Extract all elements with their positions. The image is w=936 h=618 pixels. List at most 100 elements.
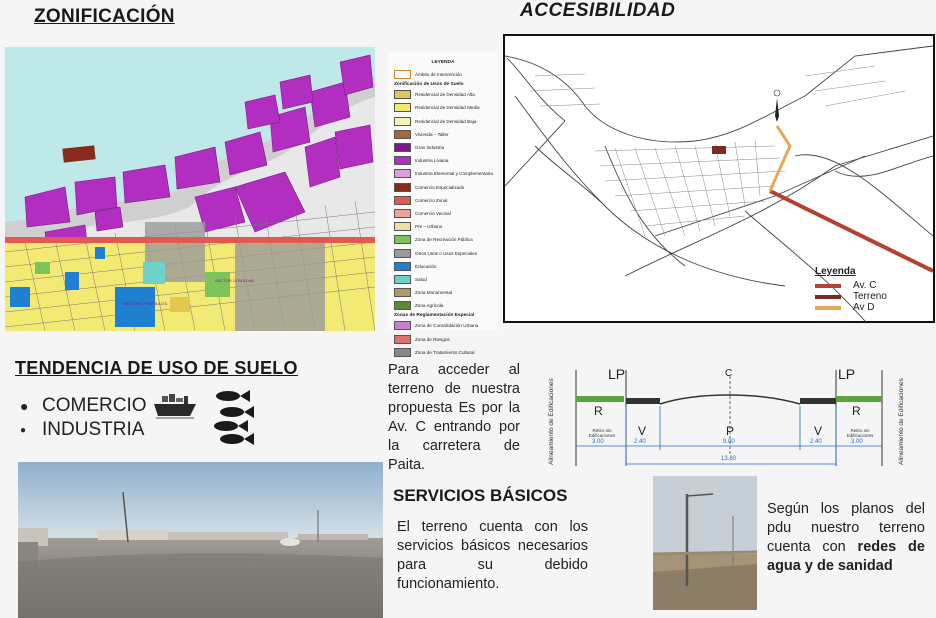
legend-item: Industria Liviana <box>394 154 498 167</box>
legend-swatch <box>394 288 411 298</box>
zone-p: P <box>726 424 735 438</box>
legend-swatch <box>394 169 411 179</box>
legend-special-title: Zonas de Reglamentación Especial <box>394 313 475 319</box>
dim-3: 9.00 <box>723 439 735 445</box>
legend-swatch <box>394 334 411 344</box>
retiro-left: Retiro sin Edificaciones <box>588 428 616 438</box>
access-legend-swatch <box>815 305 841 310</box>
access-legend-item: Terreno <box>815 291 925 302</box>
legend-item: Residencial de Densidad Alta <box>394 88 498 101</box>
legend-swatch <box>394 129 411 139</box>
servicios-title: SERVICIOS BÁSICOS <box>393 486 568 505</box>
legend-swatch <box>394 347 411 357</box>
dim-5: 3.00 <box>851 439 863 445</box>
legend-item: Comercio Vecinal <box>394 207 498 220</box>
sector-label-b: SECTOR 12 PAITA ALTA <box>123 301 168 306</box>
access-legend-title: Leyenda <box>815 266 856 277</box>
zone-r-left: R <box>594 404 603 418</box>
legend-swatch <box>394 70 411 80</box>
tendencia-title: TENDENCIA DE USO DE SUELO <box>15 358 298 378</box>
access-legend-item: Av D <box>815 302 925 313</box>
zoning-map-svg: SECTOR 13 BOLIVIA SECTOR 12 PAITA ALTA <box>5 47 375 331</box>
access-legend-swatch <box>815 294 841 299</box>
legend-label: Comercio Zonal <box>415 197 448 203</box>
legend-swatch <box>394 195 411 205</box>
legend-label: Industria Liviana <box>415 158 449 164</box>
legend-swatch <box>394 235 411 245</box>
zonificacion-title: ZONIFICACIÓN <box>34 6 175 27</box>
legend-label: Zona Monumental <box>415 290 453 296</box>
zoning-map: SECTOR 13 BOLIVIA SECTOR 12 PAITA ALTA <box>5 47 375 331</box>
access-legend-label: Av D <box>853 302 875 313</box>
site-photo <box>18 462 383 618</box>
bullet-icon: ● <box>20 424 27 436</box>
legend-item: Salud <box>394 273 498 286</box>
legend-item: Zona de Consolidación Urbana <box>394 319 498 332</box>
legend-label: Residencial de Densidad Baja <box>415 118 477 124</box>
legend-swatch <box>394 143 411 153</box>
legend-label: Zona de Recreación Pública <box>415 237 473 243</box>
fish-icon <box>210 388 258 451</box>
legend-item: Comercio Zonal <box>394 194 498 207</box>
legend-item: Zona de Riesgos <box>394 333 498 346</box>
legend-item: Industria Elemental y Complementaria <box>394 167 498 180</box>
ship-icon <box>152 390 198 429</box>
zoning-legend-title: LEYENDA <box>431 60 455 65</box>
legend-item: Zona Monumental <box>394 286 498 299</box>
legend-swatch <box>394 103 411 113</box>
tendencia-list: ● COMERCIO ● INDUSTRIA <box>20 394 147 442</box>
legend-swatch <box>394 116 411 126</box>
pdu-text: Según los planos del pdu nuestro terreno… <box>767 501 925 574</box>
access-map-svg <box>505 45 933 321</box>
accesibilidad-title: ACCESIBILIDAD <box>520 0 676 21</box>
legend-item: Residencial de Densidad Baja <box>394 115 498 128</box>
servicios-text: El terreno cuenta con los servicios bási… <box>397 519 588 592</box>
legend-subtitle: Zonificación de Usos de Suelo <box>394 82 464 88</box>
legend-item: Zona de Tratamiento Cultural <box>394 346 498 359</box>
zone-v-left: V <box>638 424 647 438</box>
legend-label: Comercio Especializado <box>415 184 465 190</box>
legend-item: Residencial de Densidad Media <box>394 101 498 114</box>
legend-label: Pre – Urbano <box>415 224 443 230</box>
access-legend-swatch <box>815 283 841 288</box>
zoning-legend: LEYENDA Ámbito de Intervención Zonificac… <box>388 52 498 357</box>
legend-item: Otros Usos o Usos Especiales <box>394 246 498 259</box>
legend-item: Educación <box>394 260 498 273</box>
zone-r-right: R <box>852 404 861 418</box>
legend-swatch <box>394 274 411 284</box>
legend-item: Zona de Recreación Pública <box>394 233 498 246</box>
legend-label: Educación <box>415 263 437 269</box>
tendencia-item: ● INDUSTRIA <box>20 419 145 440</box>
zone-v-right: V <box>814 424 823 438</box>
bullet-icon: ● <box>20 398 29 414</box>
access-legend-label: Terreno <box>853 291 887 302</box>
legend-swatch <box>394 182 411 192</box>
legend-swatch <box>394 90 411 100</box>
legend-swatch <box>394 301 411 311</box>
legend-swatch <box>394 261 411 271</box>
road-section-diagram: Alineamiento de Edificaciones Alineamien… <box>548 366 918 470</box>
legend-item: Comercio Especializado <box>394 181 498 194</box>
legend-swatch <box>394 321 411 331</box>
north-arrow-icon <box>773 89 781 122</box>
sector-label: SECTOR 13 BOLIVIA <box>215 278 254 283</box>
legend-label: Comercio Vecinal <box>415 210 451 216</box>
access-legend-item: Av. C <box>815 280 925 291</box>
legend-item: Vivienda – Taller <box>394 128 498 141</box>
dim-1: 3.00 <box>592 439 604 445</box>
dim-total: 13.80 <box>721 456 737 462</box>
dim-2: 2.40 <box>634 439 646 445</box>
access-legend-label: Av. C <box>853 280 877 291</box>
legend-item: Zona Agrícola <box>394 299 498 312</box>
legend-ambito: Ámbito de Intervención <box>394 68 498 81</box>
alineamiento-label-right: Alineamiento de Edificaciones <box>898 378 905 466</box>
legend-item: Pre – Urbano <box>394 220 498 233</box>
retiro-right: Retiro sin Edificaciones <box>846 428 874 438</box>
legend-swatch <box>394 208 411 218</box>
acceso-text: Para acceder al terreno de nuestra propu… <box>388 362 520 473</box>
legend-label: Residencial de Densidad Media <box>415 105 480 111</box>
legend-label: Vivienda – Taller <box>415 131 449 137</box>
legend-label: Industria Elemental y Complementaria <box>415 171 493 177</box>
